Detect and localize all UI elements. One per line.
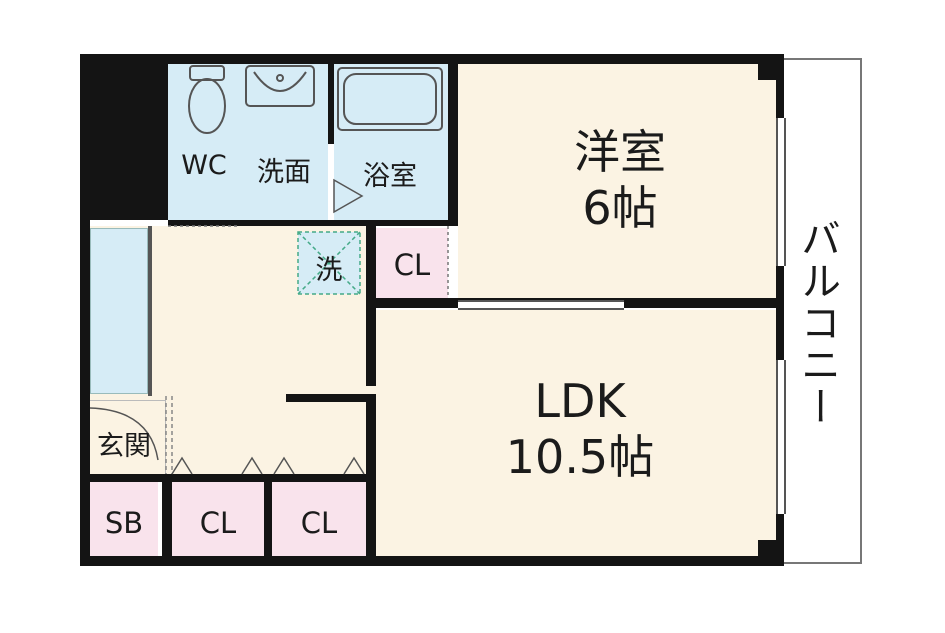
laundry-pan-icon <box>297 231 361 295</box>
closet-lower-left-floor <box>172 482 264 556</box>
window-ldk <box>776 360 786 514</box>
wall-ldk-left <box>366 394 376 566</box>
closet-upper-label: CL <box>393 248 431 282</box>
bath-floor <box>334 64 448 220</box>
entrance-dotted-icon <box>165 396 173 474</box>
wall-wc-bath <box>328 64 334 144</box>
wall-storage-top <box>84 474 368 482</box>
closet-lower-right-floor <box>272 482 366 556</box>
wall-hall-left-thin <box>148 226 152 396</box>
bath-label: 浴室 <box>363 161 417 192</box>
toilet-icon <box>188 65 226 134</box>
wall-closet-left <box>366 226 376 386</box>
wall-storage-div2 <box>264 474 272 566</box>
wall-right-top-block <box>758 54 784 80</box>
wall-right <box>776 54 784 566</box>
balcony-label: バルコニー <box>794 218 840 428</box>
wet-area-doorway-icon <box>168 225 449 296</box>
kitchen-counter <box>90 228 148 394</box>
wall-storage-div1 <box>162 474 172 566</box>
wall-left-block <box>80 54 168 220</box>
closet-upper-floor <box>376 228 448 298</box>
window-western <box>776 118 786 266</box>
wall-bath-western <box>448 64 458 220</box>
bath-door-icon <box>333 178 364 214</box>
western-room-name: 洋室 <box>574 125 666 179</box>
wall-bottom <box>80 556 784 566</box>
closet-door-icons <box>171 456 365 475</box>
wall-top <box>80 54 784 64</box>
wc-label: WC <box>181 150 227 181</box>
sink-icon <box>245 65 315 107</box>
wall-wet-bottom <box>168 220 458 226</box>
wc-washroom-floor <box>168 64 328 220</box>
shoe-box-floor <box>90 482 158 556</box>
wall-left <box>80 220 90 566</box>
ldk-name: LDK <box>534 374 626 428</box>
sliding-door-western <box>458 300 624 310</box>
entrance-door-swing-icon <box>89 407 159 461</box>
bathtub-icon <box>337 67 443 131</box>
western-room-size: 6帖 <box>582 181 658 235</box>
western-room-floor <box>458 64 776 300</box>
wall-hall-stub <box>286 394 376 402</box>
entrance-label: 玄関 <box>97 431 151 462</box>
closet-lower-right-label: CL <box>300 506 338 540</box>
ldk-floor <box>376 310 776 556</box>
shoe-box-label: SB <box>104 506 144 540</box>
ldk-size: 10.5帖 <box>505 430 655 484</box>
wall-right-bottom-block <box>758 540 784 566</box>
laundry-label: 洗 <box>315 255 343 286</box>
balcony-area <box>784 58 862 564</box>
washroom-label: 洗面 <box>257 157 311 188</box>
closet-lower-left-label: CL <box>199 506 237 540</box>
